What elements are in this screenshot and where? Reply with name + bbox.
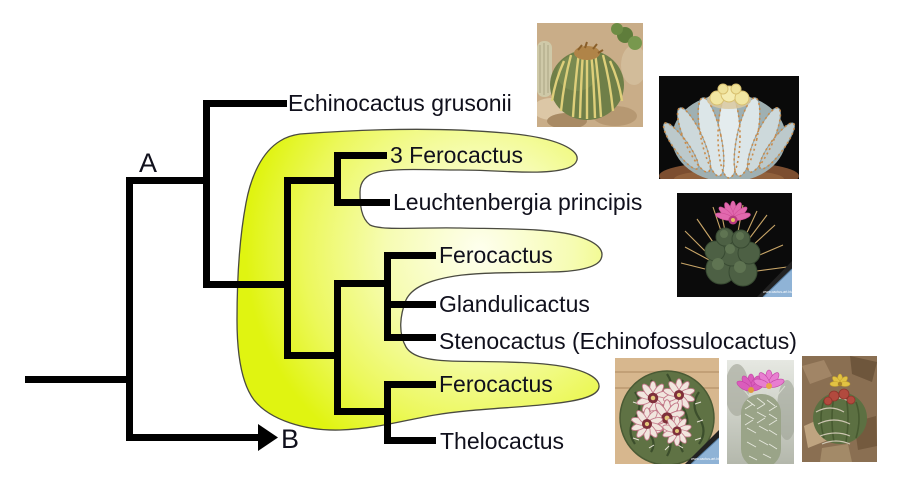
photo-watermark: www.cactus-art.biz (763, 290, 792, 294)
vertical-lower-subclade (334, 280, 341, 415)
branch-node-a (126, 177, 210, 184)
vertical-ferocactus-leuchtenbergia (334, 152, 341, 206)
branch-leuchtenbergia (334, 199, 390, 206)
blue-barrel-cactus-photo (659, 76, 799, 179)
branch-echinocactus (203, 100, 287, 107)
branch-ferocactus-leuchtenbergia-node (284, 177, 341, 184)
node-label-b: B (281, 424, 300, 454)
arrowhead-b-icon (258, 424, 278, 451)
taxon-stenocactus: Stenocactus (Echinofossulocactus) (439, 328, 797, 354)
taxon-echinocactus-grusonii: Echinocactus grusonii (288, 90, 512, 116)
branch-fgs-node (334, 280, 391, 287)
branch-glandulicactus (384, 301, 436, 308)
taxon-ferocactus-2: Ferocactus (439, 371, 553, 397)
branch-ft-node (334, 408, 391, 415)
taxon-glandulicactus: Glandulicactus (439, 291, 590, 317)
wavy-rib-cactus-flowers-photo: www.cactus-art.biz (615, 358, 719, 464)
magenta-flower-cactus-photo (727, 360, 794, 464)
branch-lower-subclade (284, 352, 341, 359)
branch-3-ferocactus (334, 152, 387, 159)
root-branch (25, 376, 133, 383)
vertical-node-a (203, 100, 210, 288)
branch-ferocactus-1 (384, 252, 436, 259)
red-bud-cactus-photo (802, 356, 877, 462)
branch-stenocactus (384, 334, 436, 341)
photo-watermark: www.cactus-art.biz (691, 457, 719, 461)
node-label-a: A (139, 148, 158, 178)
taxon-3-ferocactus: 3 Ferocactus (390, 142, 523, 168)
root-vertical (126, 177, 133, 441)
branch-thelocactus (384, 437, 436, 444)
branch-ferocactus-2 (384, 381, 436, 388)
vertical-fgs-node (384, 252, 391, 341)
echinocactus-grusonii-photo (537, 23, 643, 127)
taxon-leuchtenbergia-principis: Leuchtenbergia principis (393, 189, 643, 215)
vertical-ft-node (384, 381, 391, 444)
vertical-highlight-clade (284, 177, 291, 359)
branch-highlight-clade (203, 281, 291, 288)
taxon-ferocactus-1: Ferocactus (439, 242, 553, 268)
taxon-thelocactus: Thelocactus (440, 428, 565, 454)
pink-flower-cactus-photo: www.cactus-art.biz (677, 193, 792, 297)
branch-b (126, 434, 260, 441)
